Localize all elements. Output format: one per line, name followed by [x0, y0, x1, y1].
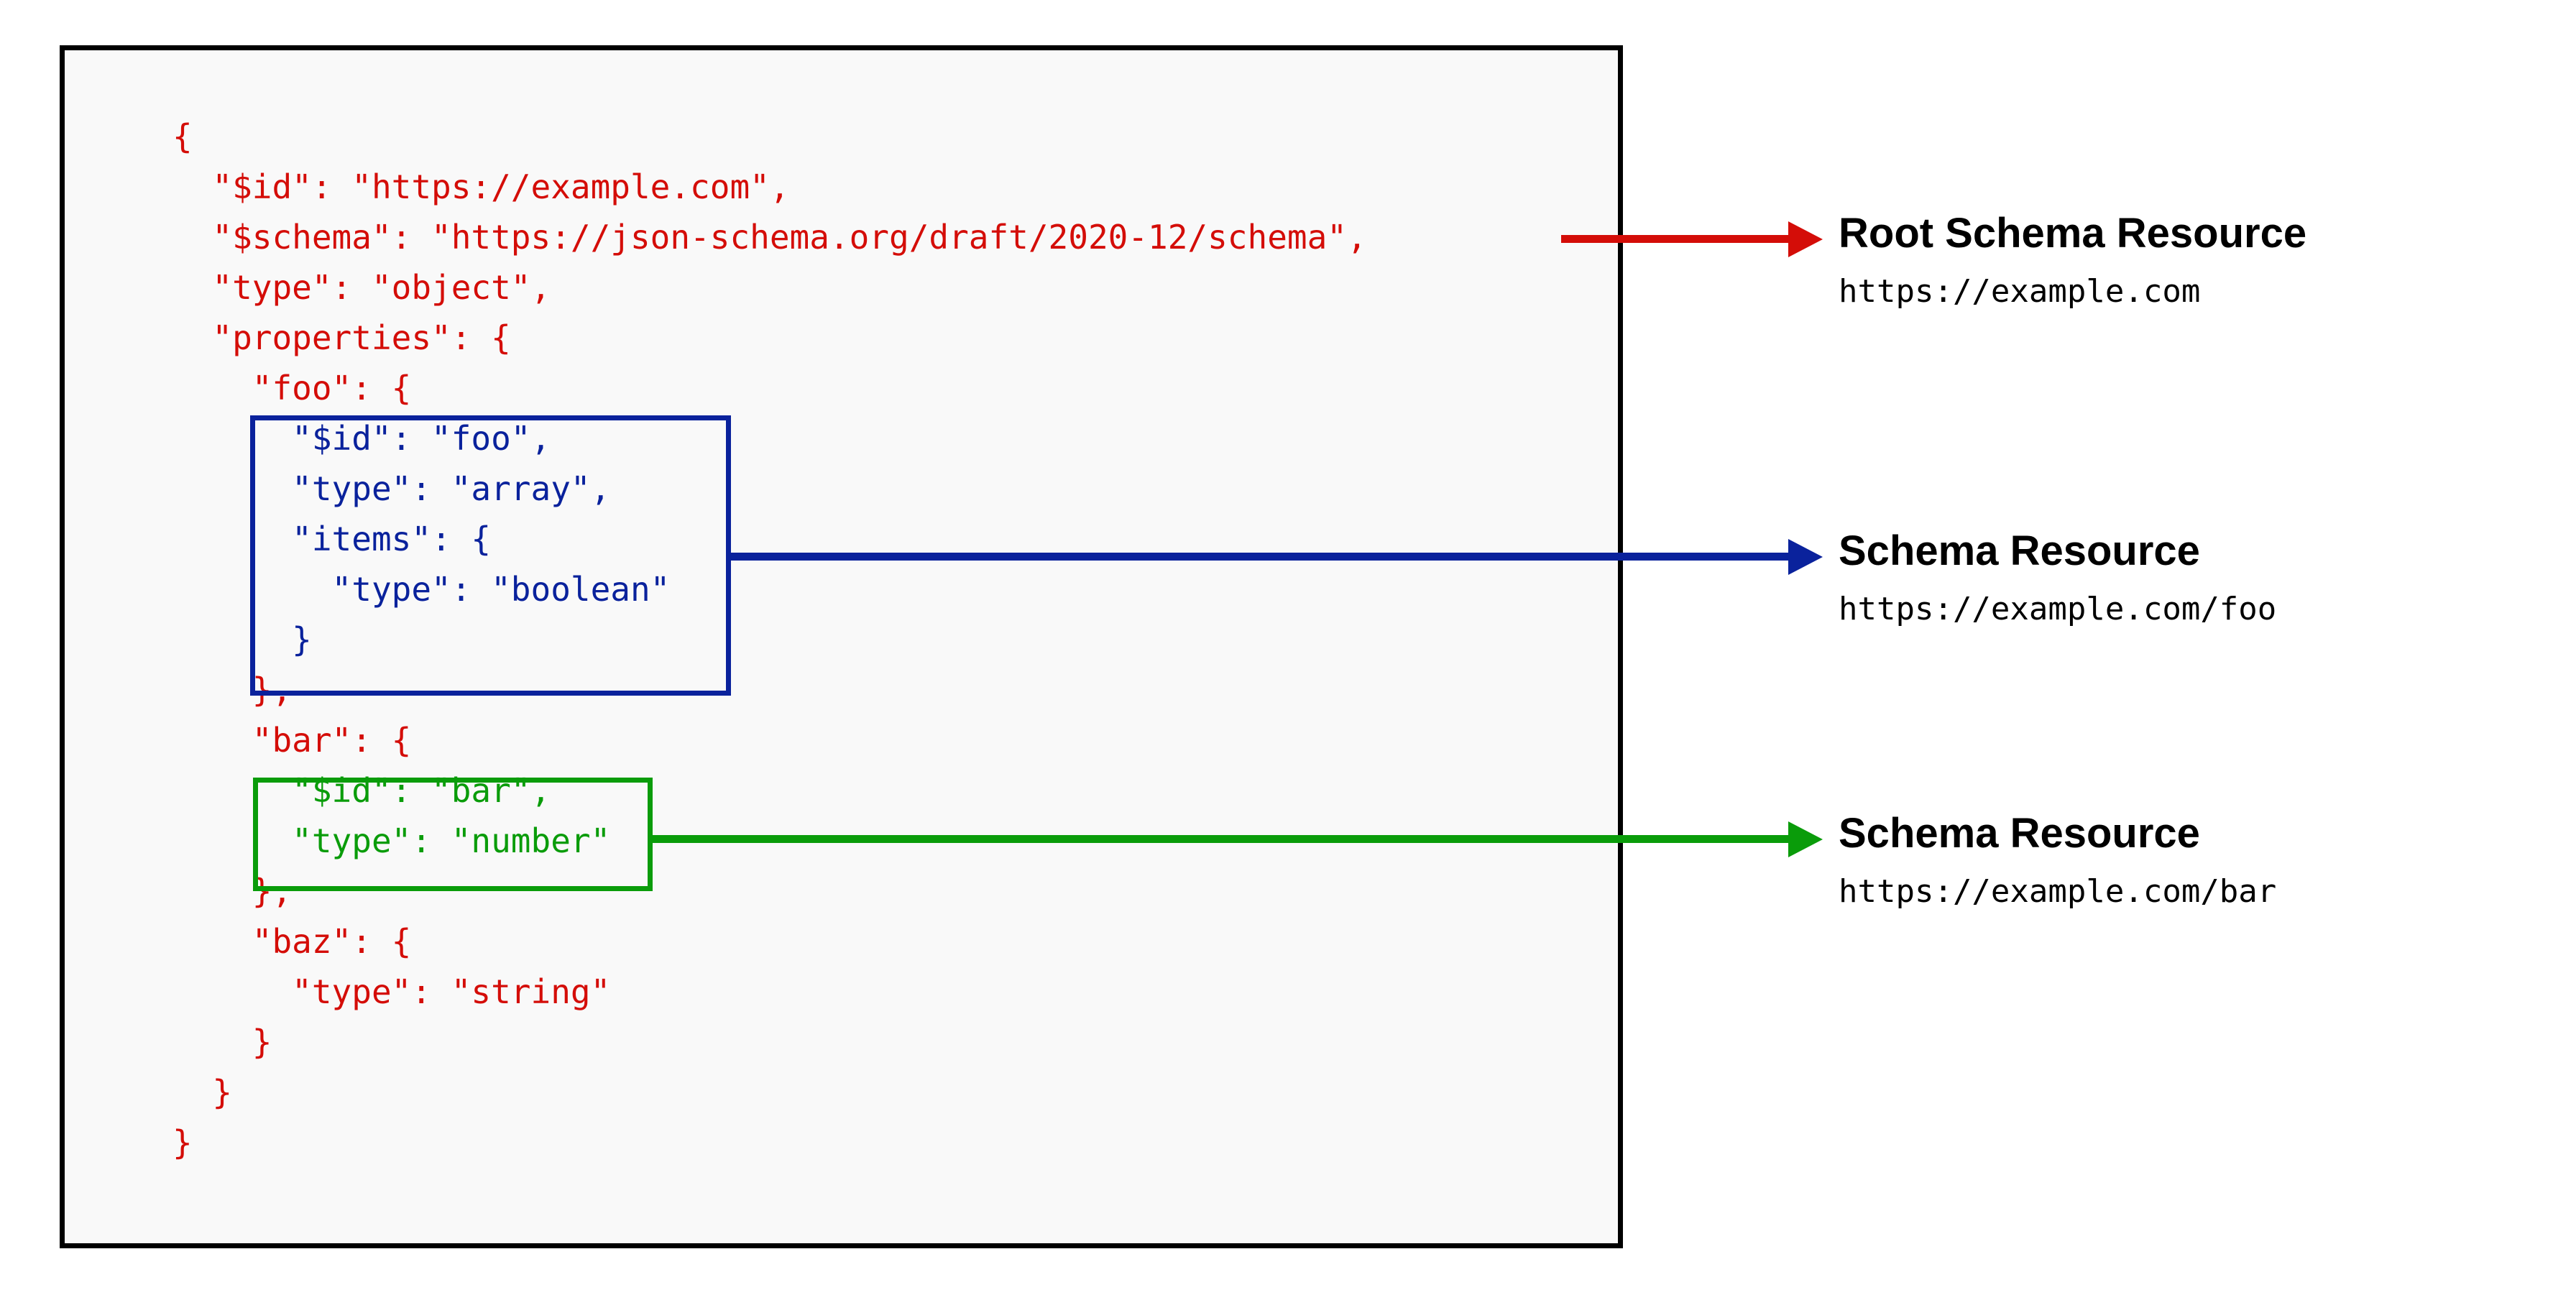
code-line: "type": "object", — [172, 268, 551, 307]
code-line: "type": "boolean" — [172, 570, 671, 609]
annotation-title: Schema Resource — [1839, 527, 2200, 574]
annotation-title: Schema Resource — [1839, 810, 2200, 857]
code-line: "$id": "foo", — [172, 419, 551, 458]
code-line: } — [172, 1023, 272, 1061]
bar-arrow-icon — [1788, 821, 1823, 857]
annotation-foo-schema-resource: Schema Resource https://example.com/foo — [1839, 528, 2276, 627]
annotation-bar-schema-resource: Schema Resource https://example.com/bar — [1839, 811, 2276, 910]
code-line: "$schema": "https://json-schema.org/draf… — [172, 218, 1367, 257]
annotation-url: https://example.com/bar — [1839, 873, 2277, 910]
root-connector-line — [1561, 235, 1790, 243]
code-line: "type": "number" — [172, 821, 611, 860]
code-line: } — [172, 620, 312, 659]
annotation-url: https://example.com — [1839, 273, 2201, 310]
foo-connector-line — [727, 553, 1790, 561]
annotation-title: Root Schema Resource — [1839, 210, 2307, 257]
annotation-root-schema-resource: Root Schema Resource https://example.com — [1839, 211, 2306, 310]
code-line: } — [172, 1123, 193, 1162]
code-line: }, — [172, 670, 293, 709]
code-line: "properties": { — [172, 318, 511, 357]
foo-arrow-icon — [1788, 539, 1823, 575]
code-line: "baz": { — [172, 922, 412, 961]
code-line: { — [172, 117, 193, 156]
foo-schema-resource-highlight — [250, 415, 731, 696]
code-line: "bar": { — [172, 721, 412, 760]
bar-connector-line — [649, 835, 1790, 843]
root-arrow-icon — [1788, 221, 1823, 257]
code-line: } — [172, 1073, 233, 1112]
code-line: "items": { — [172, 520, 492, 558]
code-line: "foo": { — [172, 369, 412, 407]
code-line: }, — [172, 872, 293, 911]
code-line: "$id": "https://example.com", — [172, 167, 790, 206]
bar-schema-resource-highlight — [253, 778, 653, 891]
code-line: "type": "array", — [172, 469, 611, 508]
code-line: "type": "string" — [172, 972, 611, 1011]
json-code-panel: { "$id": "https://example.com", "$schema… — [60, 45, 1623, 1248]
annotation-url: https://example.com/foo — [1839, 591, 2277, 627]
